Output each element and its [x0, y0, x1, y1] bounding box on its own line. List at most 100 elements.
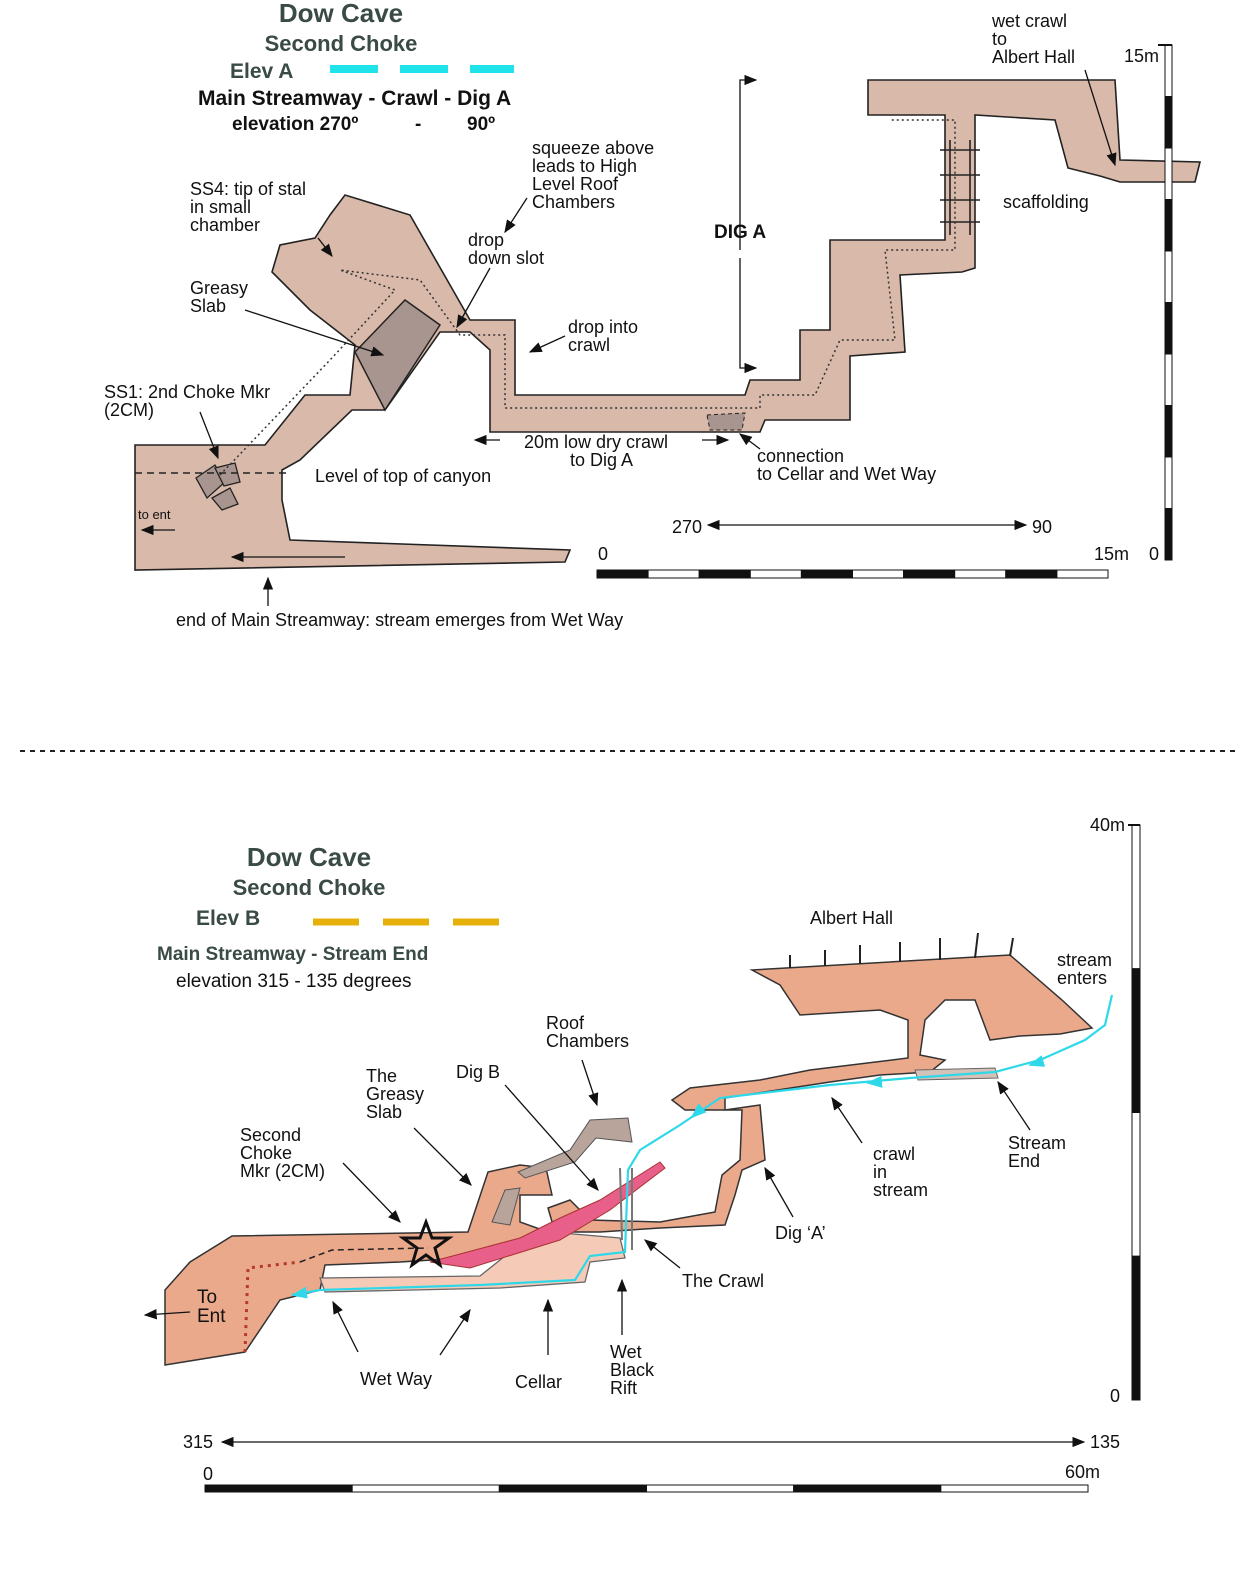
- label-to-ent: To: [197, 1287, 217, 1308]
- scale-segment: [1164, 508, 1173, 561]
- scale-segment: [793, 1484, 942, 1493]
- greasy-slab: [491, 1187, 521, 1226]
- scale-segment: [940, 1484, 1089, 1493]
- label-cellar: Cellar: [515, 1372, 562, 1392]
- horizontal-scale-bar: [596, 569, 1109, 579]
- label-crawl-stream: in: [873, 1162, 887, 1182]
- scale-segment: [1164, 147, 1173, 200]
- label-greasy: Slab: [366, 1102, 402, 1122]
- label-low-crawl: to Dig A: [570, 450, 633, 470]
- label-drop-crawl: drop into: [568, 317, 638, 337]
- wet-black-rift: [619, 1167, 633, 1250]
- scale-h-start: 0: [203, 1464, 213, 1484]
- scaffolding-icon: [940, 140, 980, 235]
- label-squeeze: squeeze above: [532, 138, 654, 158]
- label-crawl-stream: crawl: [873, 1144, 915, 1164]
- label-roof: Chambers: [546, 1031, 629, 1051]
- scale-segment: [1131, 968, 1141, 1113]
- horizontal-scale-bar: [204, 1484, 1089, 1493]
- scale-segment: [351, 1484, 500, 1493]
- scale-segment: [800, 569, 854, 579]
- label-squeeze: Chambers: [532, 192, 615, 212]
- scale-segment: [647, 569, 700, 579]
- label-squeeze: leads to High: [532, 156, 637, 176]
- subtitle: Second Choke: [233, 875, 386, 900]
- scale-segment: [954, 569, 1007, 579]
- scale-v-top: 15m: [1124, 46, 1159, 66]
- label-wet-way: Wet Way: [360, 1369, 432, 1389]
- label-ss1: SS1: 2nd Choke Mkr: [104, 382, 270, 402]
- label-low-crawl: 20m low dry crawl: [524, 432, 668, 452]
- title: Dow Cave: [279, 0, 403, 28]
- label-connection: to Cellar and Wet Way: [757, 464, 936, 484]
- scale-segment: [1164, 96, 1173, 149]
- label-drop-slot: drop: [468, 230, 504, 250]
- elev-label: Elev A: [230, 60, 293, 83]
- label-ss4: SS4: tip of stal: [190, 179, 306, 199]
- scale-segment: [1164, 302, 1173, 355]
- scale-v-bottom: 0: [1149, 544, 1159, 564]
- scale-segment: [1005, 569, 1058, 579]
- scale-h-start: 0: [598, 544, 608, 564]
- albert-hall: [547, 954, 1094, 1233]
- roof-stalactites: [789, 932, 1014, 968]
- label-ss4: in small: [190, 197, 251, 217]
- scale-segment: [903, 569, 956, 579]
- scale-segment: [646, 1484, 795, 1493]
- elevation: elevation 315 - 135 degrees: [176, 971, 412, 992]
- scale-segment: [749, 569, 802, 579]
- scale-segment: [1056, 569, 1109, 579]
- label-to-ent: to ent: [138, 507, 171, 522]
- scale-h-end: 15m: [1094, 544, 1129, 564]
- scale-segment: [1164, 405, 1173, 458]
- bearing-start: 315: [183, 1432, 213, 1452]
- label-crawl-stream: stream: [873, 1180, 928, 1200]
- label-wet-crawl: Albert Hall: [992, 47, 1075, 67]
- scale-segment: [1164, 44, 1173, 97]
- scale-segment: [698, 569, 751, 579]
- label-roof: Roof: [546, 1013, 585, 1033]
- label-end-stream: end of Main Streamway: stream emerges fr…: [176, 610, 623, 630]
- label-scaffolding: scaffolding: [1003, 192, 1089, 212]
- annotation-arrows: [140, 69, 1117, 606]
- label-to-ent: Ent: [197, 1306, 226, 1327]
- label-drop-crawl: crawl: [568, 335, 610, 355]
- scale-segment: [1131, 1112, 1141, 1257]
- label-dig-b: Dig B: [456, 1062, 500, 1082]
- label-stream-end: End: [1008, 1151, 1040, 1171]
- scale-v-top: 40m: [1090, 815, 1125, 835]
- label-connection: connection: [757, 446, 844, 466]
- label-wet-black: Wet: [610, 1342, 642, 1362]
- label-wet-crawl: to: [992, 29, 1007, 49]
- label-wet-black: Black: [610, 1360, 655, 1380]
- label-second-choke: Choke: [240, 1143, 292, 1163]
- scale-segment: [1164, 250, 1173, 303]
- label-squeeze: Level Roof: [532, 174, 619, 194]
- elevation-start: elevation 270º: [232, 114, 358, 135]
- label-dig-a: DIG A: [714, 222, 766, 243]
- label-dig-a: Dig ‘A’: [775, 1223, 826, 1243]
- scale-segment: [1131, 824, 1141, 970]
- elevation-b: Dow Cave Second Choke Elev B Main Stream…: [143, 815, 1141, 1493]
- label-canyon: Level of top of canyon: [315, 466, 491, 486]
- scale-segment: [1164, 353, 1173, 406]
- stream-line: [291, 994, 1114, 1297]
- label-the-crawl: The Crawl: [682, 1271, 764, 1291]
- bearing-start: 270: [672, 517, 702, 537]
- label-wet-crawl: wet crawl: [991, 11, 1067, 31]
- elevation-a: Dow Cave Second Choke Elev A Main Stream…: [134, 0, 1202, 606]
- crawl-connection: [706, 412, 746, 431]
- boulders: [195, 462, 241, 511]
- elev-label: Elev B: [196, 907, 260, 930]
- bearing-end: 90: [1032, 517, 1052, 537]
- label-stream-end: Stream: [1008, 1133, 1066, 1153]
- subtitle: Second Choke: [265, 31, 418, 56]
- cave-passage: [134, 79, 1202, 571]
- description: Main Streamway - Crawl - Dig A: [198, 87, 511, 110]
- elevation-end: 90º: [467, 114, 495, 135]
- scale-h-end: 60m: [1065, 1462, 1100, 1482]
- vertical-scale-bar: [1131, 824, 1141, 1401]
- label-wet-black: Rift: [610, 1378, 637, 1398]
- main-passage: [164, 1164, 557, 1366]
